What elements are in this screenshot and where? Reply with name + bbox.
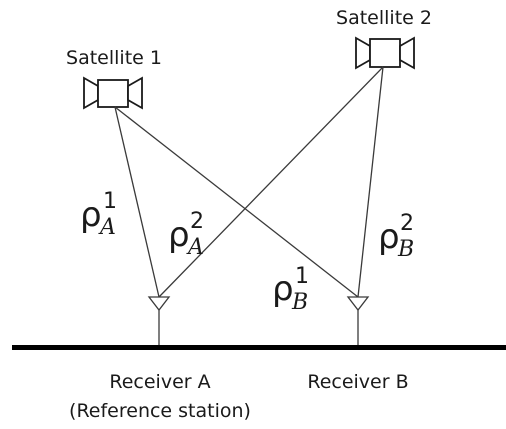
receiver-a-label: Receiver A [109, 371, 210, 393]
svg-text:ρ: ρ [378, 217, 400, 257]
svg-text:A: A [98, 215, 116, 240]
svg-text:ρ: ρ [80, 195, 102, 235]
range-label-rho-1-b: ρ 1 B [272, 264, 309, 315]
signal-sat2-to-receiver-a [158, 66, 384, 298]
svg-text:A: A [186, 235, 204, 260]
signal-sat1-to-receiver-b [114, 106, 359, 298]
svg-text:B: B [291, 290, 308, 315]
receiver-b-label: Receiver B [307, 371, 408, 393]
range-label-rho-2-a: ρ 2 A [168, 209, 204, 260]
svg-text:1: 1 [295, 264, 309, 289]
svg-text:ρ: ρ [168, 215, 190, 255]
svg-text:1: 1 [103, 189, 117, 214]
svg-text:ρ: ρ [272, 269, 294, 309]
satellite-2-icon [355, 36, 415, 70]
receiver-a-antenna-icon [147, 296, 171, 345]
receiver-a-sublabel: (Reference station) [69, 400, 251, 422]
signal-sat1-to-receiver-a [114, 106, 160, 298]
satellite-2-label: Satellite 2 [336, 7, 432, 29]
signal-sat2-to-receiver-b [357, 66, 384, 298]
satellite-1: Satellite 1 [66, 47, 162, 110]
range-label-rho-2-b: ρ 2 B [378, 211, 414, 262]
svg-text:2: 2 [190, 209, 204, 234]
satellite-1-label: Satellite 1 [66, 47, 162, 69]
range-label-rho-1-a: ρ 1 A [80, 189, 117, 240]
svg-text:2: 2 [400, 211, 414, 236]
satellite-1-icon [83, 76, 143, 110]
receiver-b-antenna-icon [346, 296, 370, 345]
ground-line [12, 345, 506, 350]
satellite-2: Satellite 2 [336, 7, 432, 70]
svg-text:B: B [397, 237, 414, 262]
